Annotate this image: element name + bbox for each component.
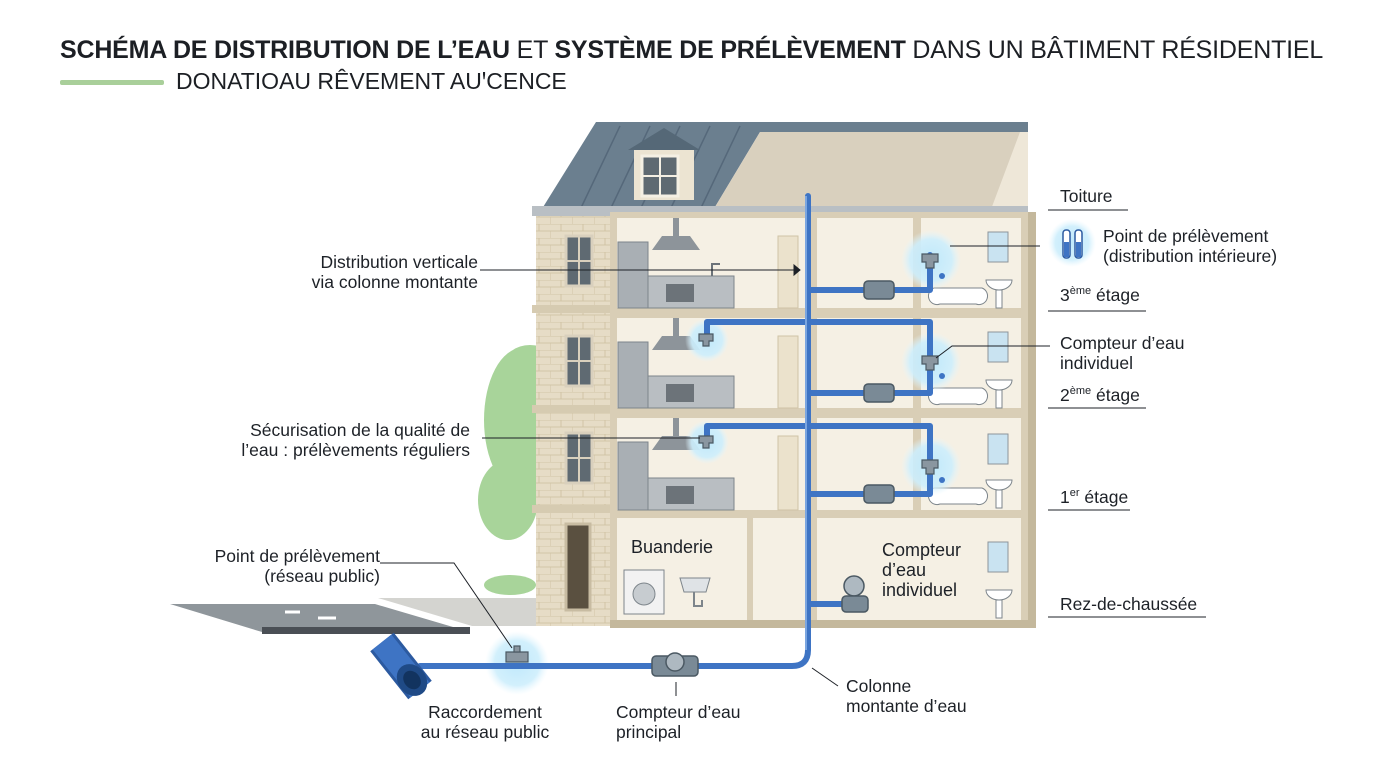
bathroom-ground xyxy=(985,541,1013,619)
label-public-sampling-point-line2: (réseau public) xyxy=(264,566,380,586)
label-public-sampling-point-line1: Point de prélèvement xyxy=(214,546,380,566)
label-main-meter: Compteur d’eau principal xyxy=(616,702,741,742)
bathroom-floor-2 xyxy=(927,331,1013,409)
label-indoor-sampling-point-line2: (distribution intérieure) xyxy=(1103,246,1278,266)
label-ground-individual-meter-line3: individuel xyxy=(882,580,958,600)
label-individual-meter: Compteur d’eau individuel xyxy=(1060,333,1185,373)
page-subtitle: DONATIOAU RÊVEMENT AUꞌCENCE xyxy=(176,68,567,94)
label-floor-1-suffix: er xyxy=(1069,487,1080,500)
subtitle-accent-rule xyxy=(60,80,164,85)
label-floor-2-number: 2 xyxy=(1060,385,1070,405)
label-ground-individual-meter-line1: Compteur xyxy=(882,540,962,560)
kitchen-floor-2 xyxy=(617,318,735,409)
label-water-quality-line1: Sécurisation de la qualité de xyxy=(250,420,470,440)
leader-lines xyxy=(380,209,1206,696)
label-floor-3-number: 3 xyxy=(1060,285,1070,305)
label-floor-3-suffix: ème xyxy=(1069,285,1092,298)
kitchen-floor-3 xyxy=(617,218,735,309)
label-riser-column-line2: montante d’eau xyxy=(846,696,967,716)
public-main-pipe xyxy=(370,632,432,700)
label-floor-2: 2ème étage xyxy=(1060,385,1140,405)
page-title: SCHÉMA DE DISTRIBUTION DE L’EAU ET SYSTÈ… xyxy=(60,36,1323,65)
label-floor-3-word: étage xyxy=(1091,285,1140,305)
roof xyxy=(532,122,1028,216)
label-riser-column: Colonne montante d’eau xyxy=(846,676,967,716)
label-main-meter-line1: Compteur d’eau xyxy=(616,702,741,722)
test-tube-icon xyxy=(1048,219,1096,267)
building-facade xyxy=(532,208,614,626)
taps xyxy=(505,253,939,663)
label-individual-meter-line2: individuel xyxy=(1060,353,1133,373)
title-normal-part-2: DANS UN BÂTIMENT RÉSIDENTIEL xyxy=(905,36,1324,64)
label-floor-3: 3ème étage xyxy=(1060,285,1140,305)
label-riser-column-line1: Colonne xyxy=(846,676,912,696)
label-indoor-sampling-point: Point de prélèvement (distribution intér… xyxy=(1103,226,1277,266)
street xyxy=(170,598,600,634)
label-floor-1: 1er étage xyxy=(1060,487,1128,507)
label-individual-meter-line1: Compteur d’eau xyxy=(1060,333,1185,353)
label-laundry-room: Buanderie xyxy=(631,537,714,557)
label-roof: Toiture xyxy=(1060,186,1113,206)
label-main-meter-line2: principal xyxy=(616,722,682,742)
label-water-quality: Sécurisation de la qualité de l’eau : pr… xyxy=(200,420,470,460)
title-bold-part-1: SCHÉMA DE DISTRIBUTION DE L’EAU xyxy=(60,36,510,64)
label-floor-1-number: 1 xyxy=(1060,487,1070,507)
label-floor-2-word: étage xyxy=(1091,385,1140,405)
label-vertical-distribution-line1: Distribution verticale xyxy=(320,252,478,272)
label-public-sampling-point: Point de prélèvement (réseau public) xyxy=(180,546,380,586)
label-floor-2-suffix: ème xyxy=(1069,385,1092,398)
label-indoor-sampling-point-line1: Point de prélèvement xyxy=(1103,226,1269,246)
label-water-quality-line2: l’eau : prélèvements réguliers xyxy=(241,440,470,460)
label-vertical-distribution: Distribution verticale via colonne monta… xyxy=(278,252,478,292)
label-public-connection-line1: Raccordement xyxy=(428,702,542,722)
title-normal-part-1: ET xyxy=(509,36,555,64)
bathroom-floor-3 xyxy=(927,231,1013,309)
label-ground-floor: Rez-de-chaussée xyxy=(1060,594,1198,614)
kitchen-floor-1 xyxy=(617,418,735,511)
washing-machine xyxy=(623,569,711,615)
label-ground-individual-meter-line2: d’eau xyxy=(882,560,927,580)
title-bold-part-2: SYSTÈME DE PRÉLÈVEMENT xyxy=(554,36,906,64)
water-drops xyxy=(939,273,945,483)
label-ground-individual-meter: Compteur d’eau individuel xyxy=(882,540,961,600)
label-vertical-distribution-line2: via colonne montante xyxy=(311,272,478,292)
label-floor-1-word: étage xyxy=(1079,487,1129,507)
label-public-connection: Raccordement au réseau public xyxy=(390,702,580,742)
label-public-connection-line2: au réseau public xyxy=(420,722,550,742)
water-meters xyxy=(651,280,895,677)
